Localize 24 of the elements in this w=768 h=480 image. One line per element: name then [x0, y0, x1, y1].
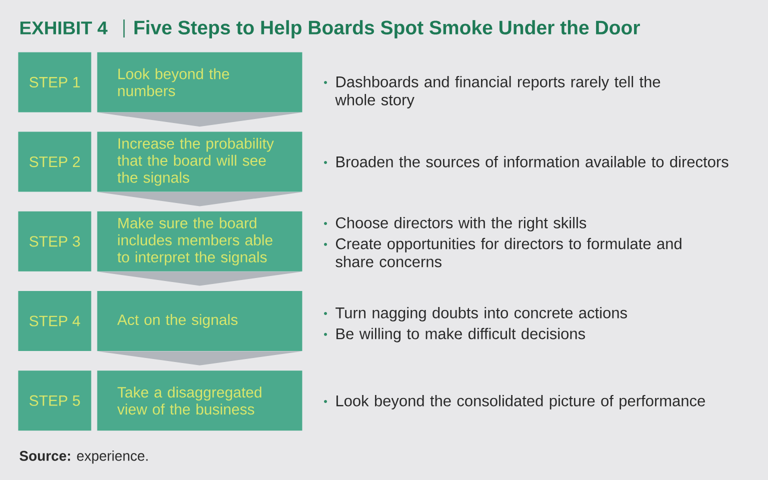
chevron-arrow	[97, 192, 302, 206]
step-box: STEP 2	[18, 132, 92, 192]
bullet-text: Turn nagging doubts into concrete actions	[336, 306, 627, 322]
bullet-text: Create opportunities for directors to formulate and share concerns	[336, 238, 682, 268]
title: Five Steps to Help Boards Spot Smoke Under the Door	[134, 20, 640, 38]
step-description-box: Take a disaggregated view of the business	[97, 370, 302, 431]
step-box: STEP 4	[18, 291, 92, 351]
chevron-arrow	[97, 272, 302, 286]
bullet-text: Look beyond the consolidated picture of performance	[336, 394, 705, 410]
step-description-box: Look beyond the numbers	[97, 52, 302, 112]
exhibit-label: EXHIBIT 4	[20, 22, 108, 34]
step-description-box: Act on the signals	[97, 291, 302, 351]
step-box: STEP 5	[18, 370, 92, 431]
bullet-text: Choose directors with the right skills	[336, 216, 586, 232]
source-note: Source: experience.	[20, 450, 148, 464]
bullet-text: Broaden the sources of information available to directors	[336, 156, 728, 168]
bullet-text: Dashboards and financial reports rarely tell the whole story	[335, 76, 660, 108]
step-box: STEP 3	[18, 211, 92, 272]
step-description-box: Make sure the board includes members able to interpret the signals	[97, 211, 302, 272]
bullet-text: Be willing to make difficult decisions	[336, 328, 585, 342]
chevron-arrow	[97, 112, 302, 127]
step-description-box: Increase the probability that the board will see the signals	[97, 132, 302, 192]
chevron-arrow	[97, 351, 302, 366]
step-box: STEP 1	[18, 52, 92, 112]
